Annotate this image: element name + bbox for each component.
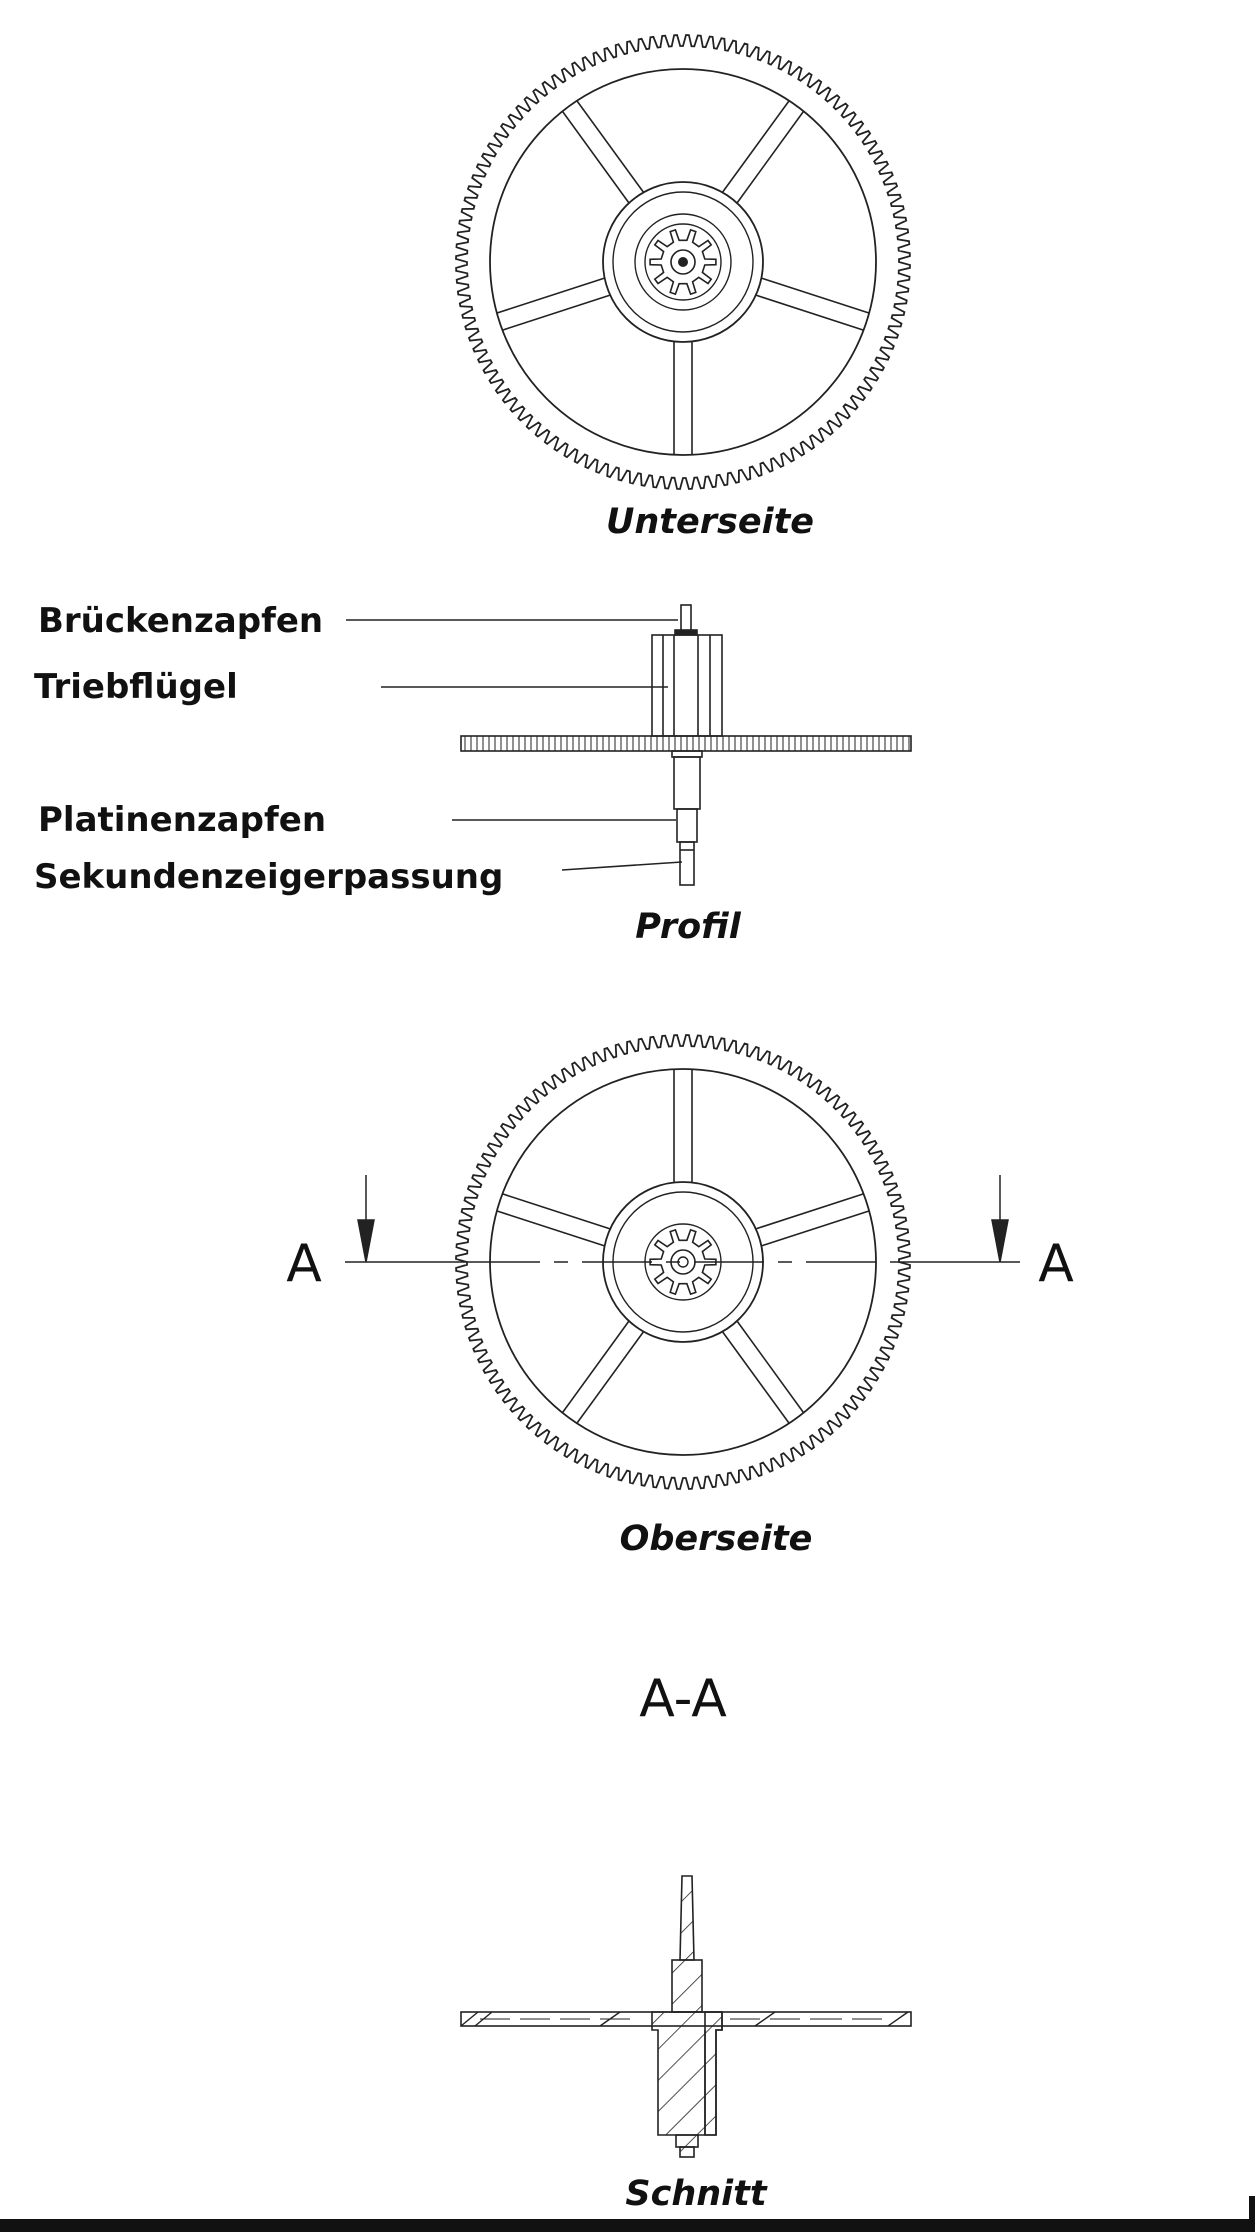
caption-profil: Profil — [635, 907, 741, 947]
spoke-edge — [561, 110, 630, 204]
spoke-edge — [561, 1320, 630, 1414]
label-platinenzapfen: Platinenzapfen — [38, 800, 326, 840]
spoke-edge — [761, 277, 870, 314]
label-brueckenzapfen: Brückenzapfen — [38, 601, 323, 641]
bottom-rule — [0, 2219, 1255, 2232]
section-hatch — [887, 2011, 909, 2027]
caption-unterseite: Unterseite — [606, 502, 814, 542]
pinion-leaves — [649, 228, 717, 296]
gear-teeth-outline — [455, 34, 911, 490]
section-letter-right: A — [1038, 1234, 1074, 1294]
section-title: A-A — [639, 1669, 727, 1729]
gear-profile-view — [346, 604, 912, 886]
spoke-edge — [722, 1331, 790, 1424]
spoke-edge — [501, 1193, 610, 1230]
caption-oberseite: Oberseite — [620, 1519, 813, 1559]
spoke-edge — [756, 294, 865, 331]
gear-bottom-view — [455, 34, 911, 490]
spoke-edge — [501, 294, 610, 331]
section-hatch — [754, 2011, 776, 2027]
gear-spokes — [496, 1069, 870, 1424]
section-hatch — [460, 2011, 479, 2027]
spoke-edge — [722, 100, 790, 193]
spoke-edge — [756, 1193, 865, 1230]
label-sekundenzeigerpassung: Sekundenzeigerpassung — [34, 857, 503, 897]
gear-section-view — [460, 1875, 912, 2158]
section-letter-left: A — [286, 1234, 322, 1294]
gear-spokes — [496, 100, 870, 455]
spoke-edge — [736, 1320, 805, 1414]
label-triebfluegel: Triebflügel — [34, 667, 238, 707]
section-line — [345, 1175, 1020, 1263]
leader-sekundenzeigerpassung — [561, 861, 683, 871]
spoke-edge — [496, 1210, 605, 1247]
pinion-leaves — [649, 1228, 717, 1296]
spoke-edge — [736, 110, 805, 204]
caption-schnitt: Schnitt — [625, 2174, 768, 2214]
spoke-edge — [576, 1331, 644, 1424]
spoke-edge — [576, 100, 644, 193]
spoke-edge — [496, 277, 605, 314]
spoke-edge — [761, 1210, 870, 1247]
right-edge-mark — [1249, 2196, 1255, 2232]
